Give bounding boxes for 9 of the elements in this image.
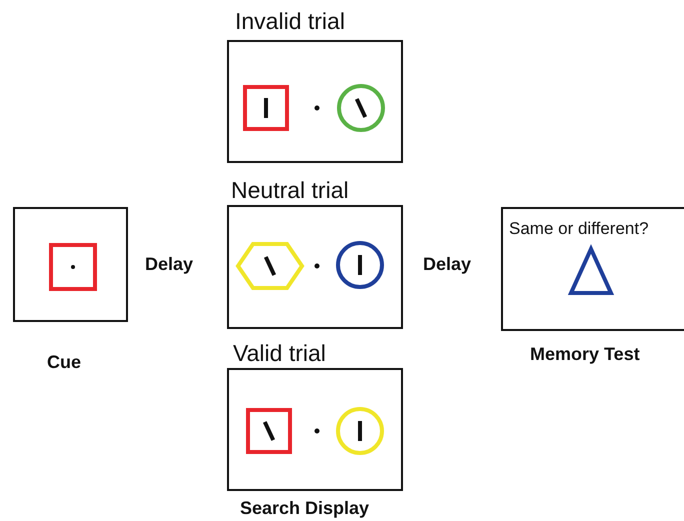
trial-heading: Valid trial (233, 340, 326, 367)
panel-caption: Cue (47, 352, 82, 373)
panel-caption: Search Display (240, 498, 370, 519)
prompt-text: Same or different? (509, 219, 649, 239)
delay-label: Delay (145, 254, 194, 275)
delay-label: Delay (423, 254, 472, 275)
trial-heading: Neutral trial (231, 177, 349, 204)
trial-heading: Invalid trial (235, 8, 345, 35)
panel-caption: Memory Test (530, 344, 640, 365)
